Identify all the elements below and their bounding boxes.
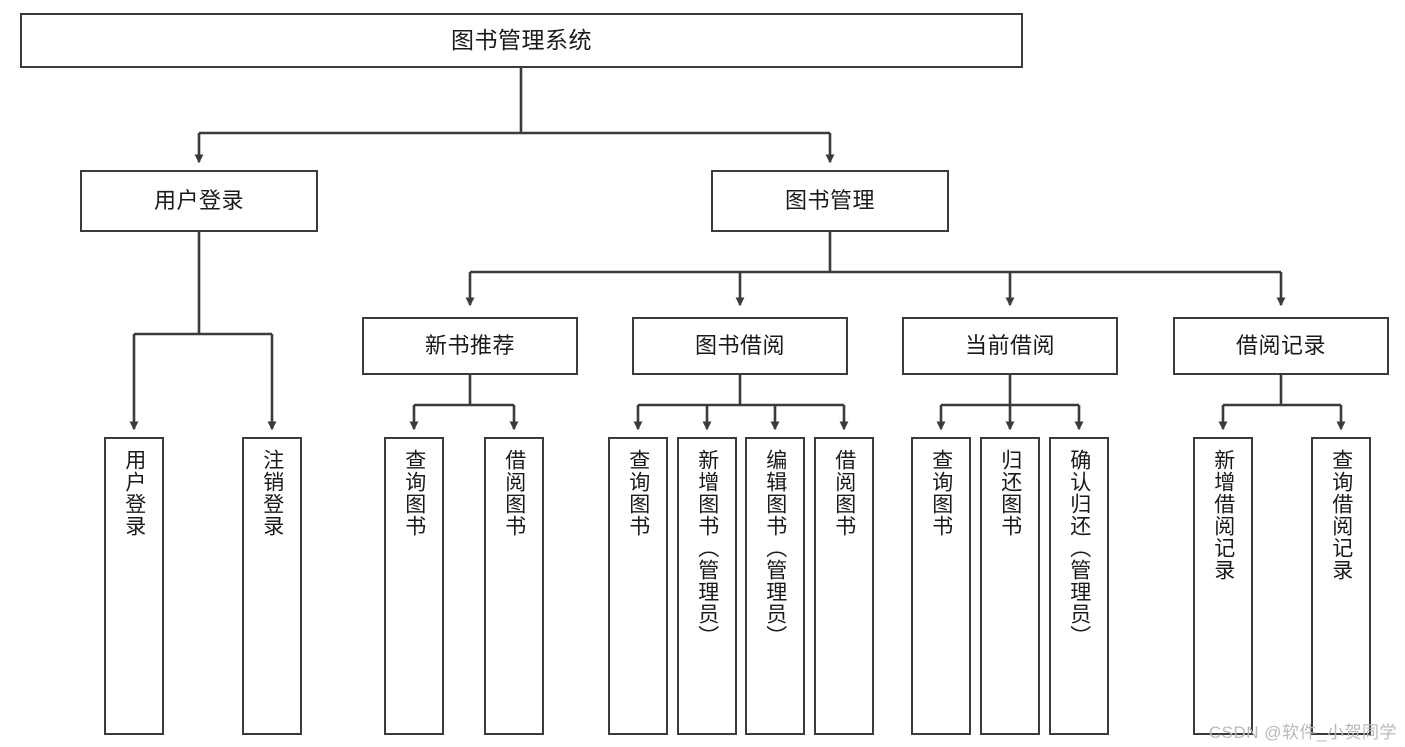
leaf-new-book-borrow-book[interactable]: 借阅图书 bbox=[484, 437, 544, 735]
node-label: 借阅记录 bbox=[1235, 333, 1326, 359]
leaf-user-login-login[interactable]: 用户登录 bbox=[104, 437, 164, 735]
node-label: 归还图书 bbox=[998, 449, 1022, 537]
node-label: 图书借阅 bbox=[694, 333, 785, 359]
node-label: 查询图书 bbox=[626, 449, 650, 537]
node-label: 查询借阅记录 bbox=[1329, 449, 1353, 581]
node-label: 新增图书（管理员） bbox=[695, 449, 719, 647]
node-label: 图书管理 bbox=[784, 188, 875, 214]
node-root-book-management-system[interactable]: 图书管理系统 bbox=[20, 13, 1023, 68]
watermark: CSDN @软件_小贺同学 bbox=[1208, 723, 1397, 742]
leaf-user-login-logout[interactable]: 注销登录 bbox=[242, 437, 302, 735]
leaf-current-borrow-confirm-return-admin[interactable]: 确认归还（管理员） bbox=[1049, 437, 1109, 735]
node-label: 图书管理系统 bbox=[451, 26, 592, 53]
node-current-borrow[interactable]: 当前借阅 bbox=[902, 317, 1118, 375]
node-label: 新增借阅记录 bbox=[1211, 449, 1235, 581]
node-label: 编辑图书（管理员） bbox=[763, 449, 787, 647]
node-label: 查询图书 bbox=[402, 449, 426, 537]
leaf-new-book-query-book[interactable]: 查询图书 bbox=[384, 437, 444, 735]
node-new-book-recommend[interactable]: 新书推荐 bbox=[362, 317, 578, 375]
leaf-borrow-records-add-record[interactable]: 新增借阅记录 bbox=[1193, 437, 1253, 735]
leaf-book-borrow-query-book[interactable]: 查询图书 bbox=[608, 437, 668, 735]
node-book-management[interactable]: 图书管理 bbox=[711, 170, 949, 232]
leaf-book-borrow-add-book-admin[interactable]: 新增图书（管理员） bbox=[677, 437, 737, 735]
node-book-borrow[interactable]: 图书借阅 bbox=[632, 317, 848, 375]
leaf-book-borrow-edit-book-admin[interactable]: 编辑图书（管理员） bbox=[745, 437, 805, 735]
node-borrow-records[interactable]: 借阅记录 bbox=[1173, 317, 1389, 375]
node-label: 借阅图书 bbox=[502, 449, 526, 537]
node-label: 查询图书 bbox=[929, 449, 953, 537]
node-label: 用户登录 bbox=[122, 449, 146, 537]
leaf-book-borrow-borrow-book[interactable]: 借阅图书 bbox=[814, 437, 874, 735]
leaf-borrow-records-query-record[interactable]: 查询借阅记录 bbox=[1311, 437, 1371, 735]
leaf-current-borrow-query-book[interactable]: 查询图书 bbox=[911, 437, 971, 735]
leaf-current-borrow-return-book[interactable]: 归还图书 bbox=[980, 437, 1040, 735]
node-label: 借阅图书 bbox=[832, 449, 856, 537]
node-label: 注销登录 bbox=[260, 449, 284, 537]
node-label: 当前借阅 bbox=[964, 333, 1055, 359]
node-label: 用户登录 bbox=[153, 188, 244, 214]
node-label: 新书推荐 bbox=[424, 333, 515, 359]
node-user-login[interactable]: 用户登录 bbox=[80, 170, 318, 232]
node-label: 确认归还（管理员） bbox=[1067, 449, 1091, 647]
